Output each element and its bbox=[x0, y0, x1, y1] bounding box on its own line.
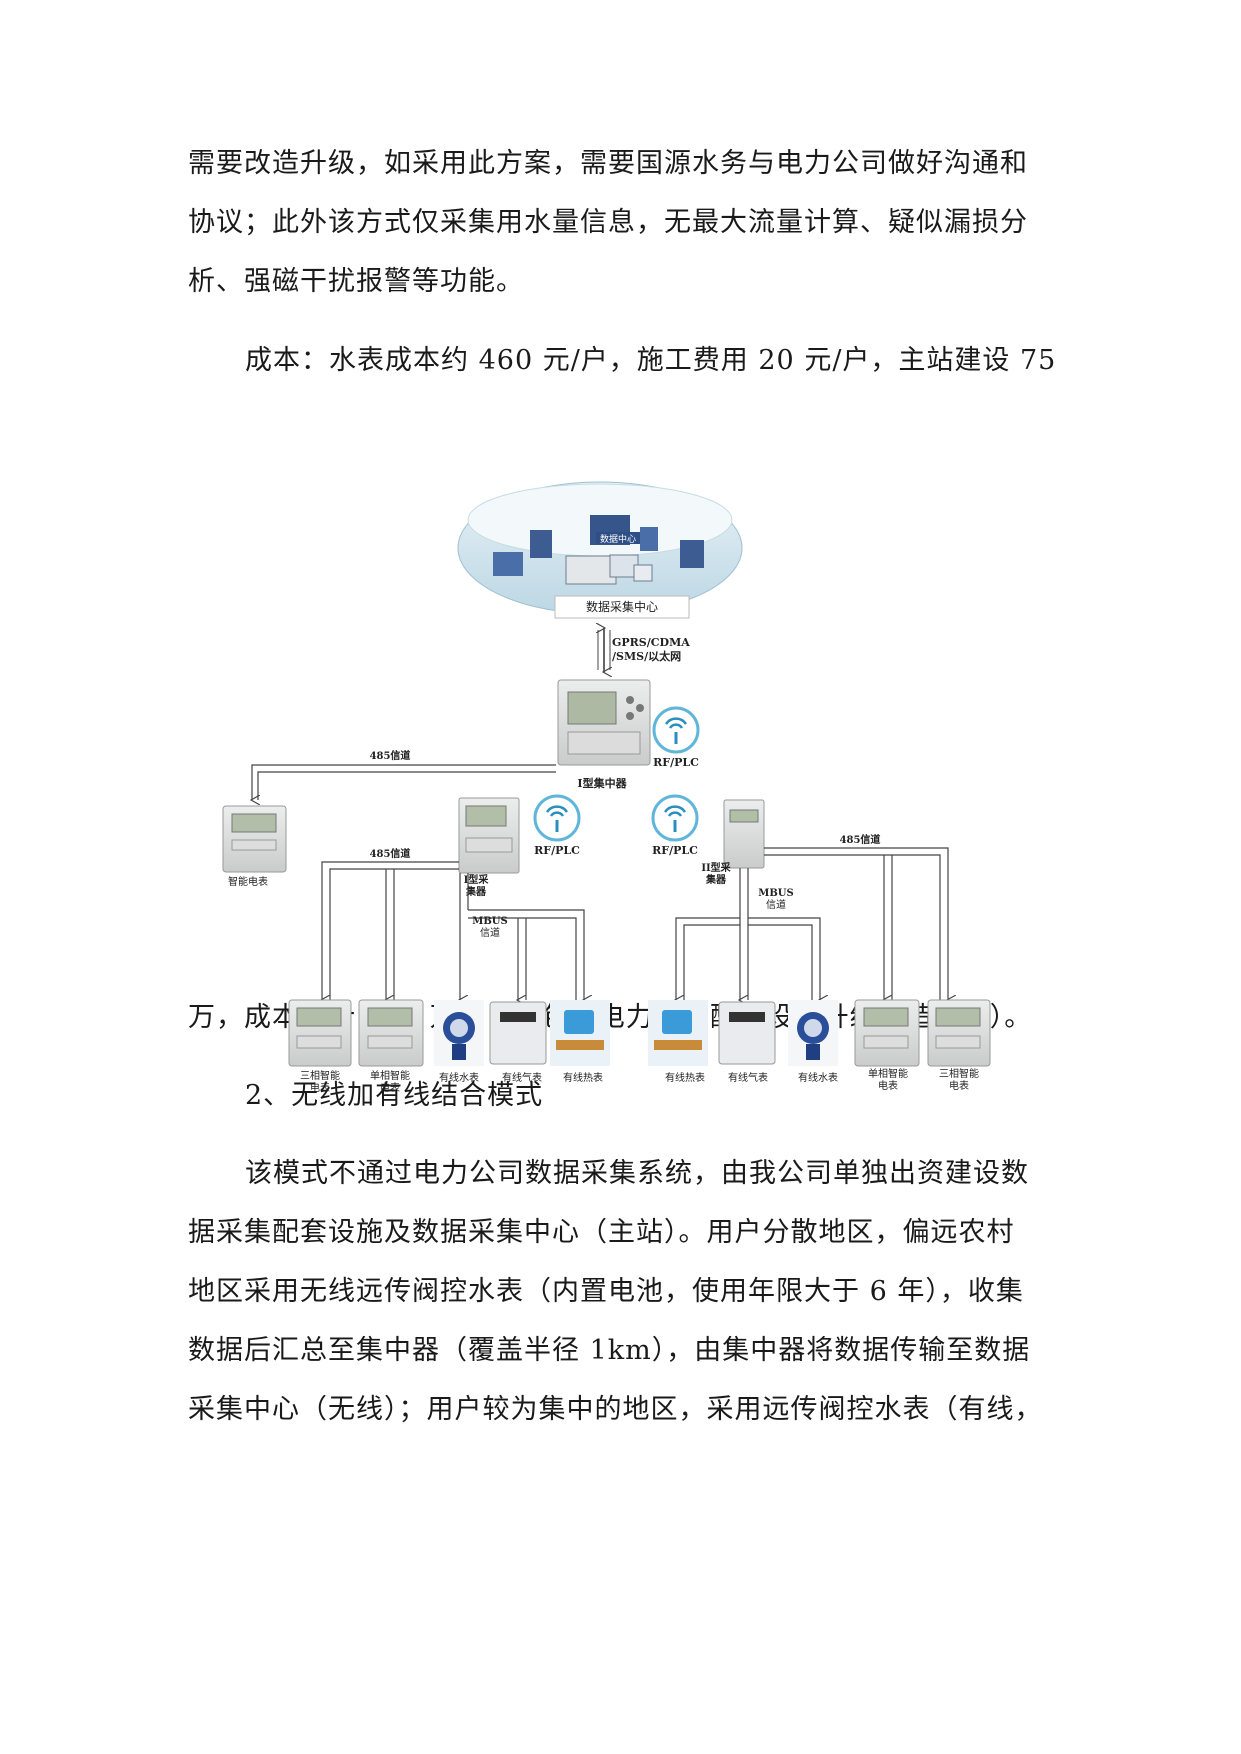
wireless-icon bbox=[652, 706, 700, 754]
device-label: 电表 bbox=[310, 1081, 330, 1094]
rf-plc-label: RF/PLC bbox=[652, 844, 698, 857]
paragraph-line: 地区采用无线远传阀控水表（内置电池，使用年限大于 6 年），收集 bbox=[188, 1276, 1024, 1307]
uplink-label: /SMS/以太网 bbox=[612, 649, 681, 663]
device-label: 有线水表 bbox=[439, 1071, 479, 1084]
left-mbus-bus bbox=[460, 873, 584, 1000]
concentrator-device bbox=[557, 679, 651, 766]
channel-485-to-smart-meter bbox=[252, 764, 556, 800]
paragraph-line: 采集中心（无线）；用户较为集中的地区，采用远传阀控水表（有线， bbox=[188, 1394, 1043, 1425]
device-label: 三相智能 bbox=[939, 1067, 979, 1080]
gas-meter-device bbox=[489, 1001, 547, 1065]
collector-label: II型采 bbox=[701, 861, 730, 874]
heat-meter-device bbox=[648, 1000, 708, 1066]
type-ii-collector-device bbox=[723, 799, 765, 869]
collector-label: I型采 bbox=[464, 873, 489, 886]
device-label: 有线热表 bbox=[563, 1071, 603, 1084]
left-485-bus bbox=[322, 861, 459, 1000]
right-mbus-bus bbox=[676, 868, 820, 1000]
water-meter-device bbox=[788, 1000, 838, 1066]
smart-meter-label: 智能电表 bbox=[228, 875, 268, 888]
rf-plc-label: RF/PLC bbox=[653, 756, 699, 769]
three-phase-meter-device bbox=[927, 999, 991, 1067]
channel-label: 485信道 bbox=[370, 847, 411, 860]
paragraph-line: 协议；此外该方式仅采集用水量信息，无最大流量计算、疑似漏损分 bbox=[188, 207, 1028, 238]
collector-label: 集器 bbox=[465, 885, 487, 898]
paragraph-line: 需要改造升级，如采用此方案，需要国源水务与电力公司做好沟通和 bbox=[188, 148, 1028, 179]
device-label: 三相智能 bbox=[300, 1069, 340, 1082]
single-phase-meter-device bbox=[854, 999, 920, 1067]
uplink-arrow bbox=[598, 628, 610, 672]
collector-label: 集器 bbox=[705, 873, 727, 886]
wireless-icon bbox=[533, 794, 581, 842]
device-label: 单相智能 bbox=[868, 1067, 908, 1080]
mbus-label: 信道 bbox=[480, 926, 500, 939]
data-center-label: 数据采集中心 bbox=[586, 599, 658, 614]
right-485-bus bbox=[764, 847, 948, 1000]
smart-meter-device bbox=[222, 805, 287, 873]
device-label: 电表 bbox=[949, 1079, 969, 1092]
channel-label: 485信道 bbox=[840, 833, 881, 846]
water-meter-device bbox=[434, 1000, 484, 1066]
device-label: 有线气表 bbox=[502, 1071, 542, 1084]
concentrator-label: I型集中器 bbox=[577, 776, 627, 790]
wireless-icon bbox=[651, 794, 699, 842]
mbus-label: 信道 bbox=[766, 898, 786, 911]
paragraph-line: 析、强磁干扰报警等功能。 bbox=[188, 266, 524, 297]
device-label: 有线水表 bbox=[798, 1071, 838, 1084]
device-label: 单相智能 bbox=[370, 1069, 410, 1082]
heat-meter-device bbox=[550, 1000, 610, 1066]
paragraph-line: 据采集配套设施及数据采集中心（主站）。用户分散地区，偏远农村 bbox=[188, 1217, 1015, 1248]
mbus-label: MBUS bbox=[472, 916, 507, 927]
paragraph-line: 数据后汇总至集中器（覆盖半径 1km），由集中器将数据传输至数据 bbox=[188, 1335, 1031, 1366]
paragraph-line: 该模式不通过电力公司数据采集系统，由我公司单独出资建设数 bbox=[245, 1158, 1029, 1189]
data-center-sign: 数据中心 bbox=[600, 533, 636, 545]
uplink-label: GPRS/CDMA bbox=[612, 636, 690, 649]
device-label: 有线气表 bbox=[728, 1071, 768, 1084]
device-label: 电表 bbox=[878, 1079, 898, 1092]
mbus-label: MBUS bbox=[758, 888, 793, 899]
type-i-collector-device bbox=[458, 797, 520, 874]
section-heading: 2、无线加有线结合模式 bbox=[245, 1080, 544, 1111]
paragraph-line: 成本：水表成本约 460 元/户，施工费用 20 元/户，主站建设 75 bbox=[245, 345, 1057, 376]
device-label: 电表 bbox=[380, 1081, 400, 1094]
server-icon: 数据中心 bbox=[493, 515, 704, 585]
channel-label: 485信道 bbox=[370, 749, 411, 762]
single-phase-meter-device bbox=[358, 999, 424, 1067]
device-label: 有线热表 bbox=[665, 1071, 705, 1084]
three-phase-meter-device bbox=[288, 999, 352, 1067]
rf-plc-label: RF/PLC bbox=[534, 844, 580, 857]
gas-meter-device bbox=[718, 1001, 776, 1065]
